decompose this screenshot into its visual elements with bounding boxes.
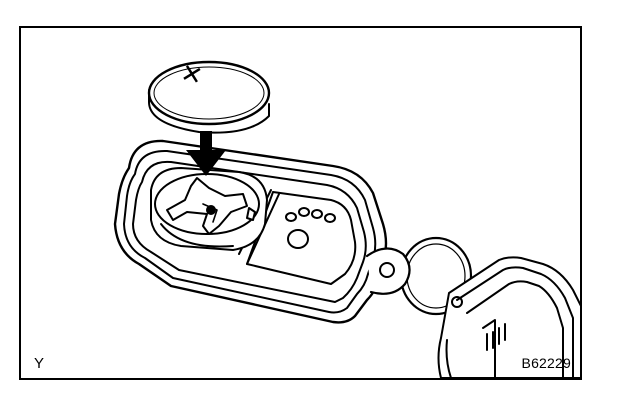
- button-large: [287, 229, 309, 249]
- coin-battery: [147, 60, 271, 134]
- mechanical-key: [437, 256, 580, 378]
- figure-frame: + Y B62229: [19, 26, 582, 380]
- figure-code: B62229: [521, 355, 571, 371]
- button-dot: [311, 209, 323, 219]
- button-dot: [285, 212, 297, 222]
- figure-corner-letter: Y: [34, 355, 45, 372]
- key-fob-battery-illustration: +: [113, 52, 580, 378]
- button-dot: [298, 207, 310, 217]
- insert-arrow-icon: [186, 131, 226, 176]
- button-dot: [324, 213, 336, 223]
